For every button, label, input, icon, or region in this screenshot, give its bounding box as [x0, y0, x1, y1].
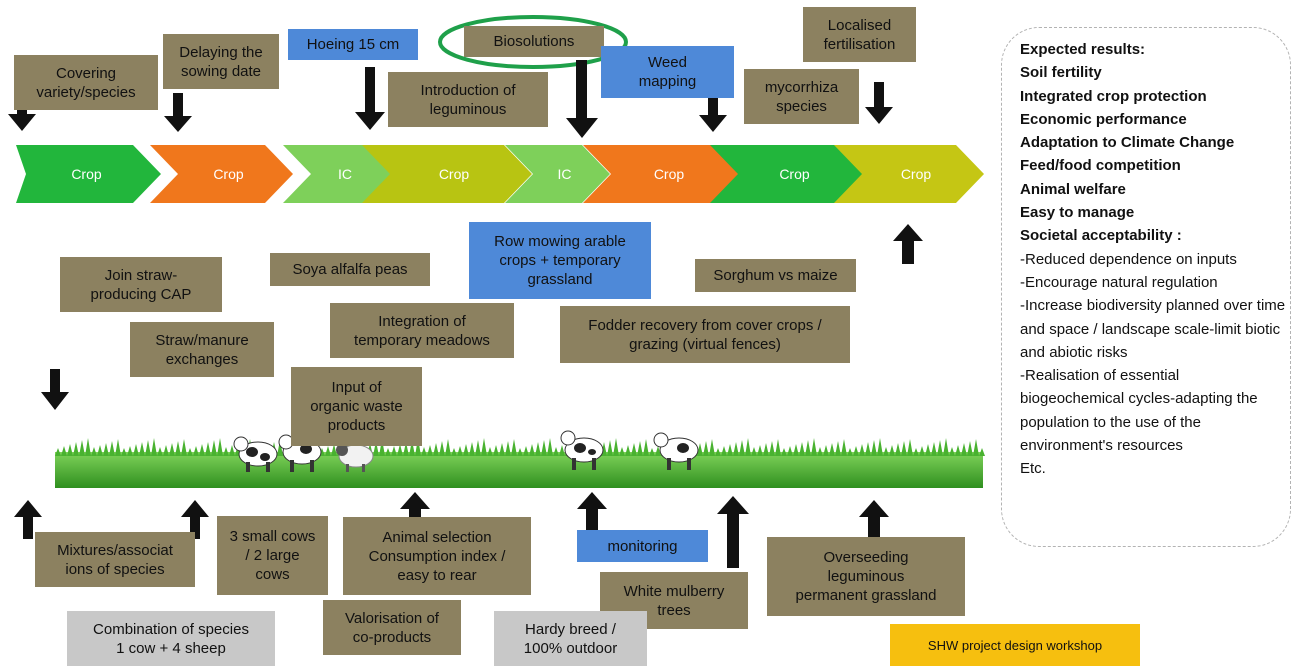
label-hardy-breed: Hardy breed / 100% outdoor [494, 611, 647, 666]
down-arrow-icon [164, 93, 192, 132]
result-line: Animal welfare [1020, 180, 1126, 198]
chevron-label: Crop [900, 166, 932, 182]
result-line: -Reduced dependence on inputs [1020, 250, 1237, 268]
label-mixtures: Mixtures/associat ions of species [35, 532, 195, 587]
result-line: -Increase biodiversity planned over time… [1020, 297, 1286, 361]
chevron-label: IC [557, 166, 572, 182]
label-animal-selection: Animal selection Consumption index / eas… [343, 517, 531, 595]
result-line: Integrated crop protection [1020, 87, 1207, 105]
cow-icon [653, 432, 699, 470]
down-arrow-icon [699, 93, 727, 132]
down-arrow-icon [865, 82, 893, 124]
up-arrow-icon [577, 492, 607, 531]
up-arrow-icon [893, 224, 923, 264]
label-weed-mapping: Weed mapping [601, 46, 734, 98]
chevron-label: Crop [653, 166, 685, 182]
chevron-label: Crop [71, 166, 102, 182]
result-line: -Encourage natural regulation [1020, 273, 1218, 291]
down-arrow-icon [566, 60, 598, 138]
grass-band [55, 438, 985, 488]
label-localised-fertilisation: Localised fertilisation [803, 7, 916, 62]
label-small-cows: 3 small cows / 2 large cows [217, 516, 328, 595]
sheep-icon [336, 444, 374, 472]
label-covering-variety: Covering variety/species [14, 55, 158, 110]
label-integration-meadows: Integration of temporary meadows [330, 303, 514, 358]
result-line: Adaptation to Climate Change [1020, 134, 1235, 152]
cow-icon [560, 430, 604, 470]
result-line: Soil fertility [1020, 64, 1102, 82]
label-hoeing: Hoeing 15 cm [288, 29, 418, 60]
chevron-label: Crop [438, 166, 470, 182]
label-mycorrhiza: mycorrhiza species [744, 69, 859, 124]
label-overseeding: Overseeding leguminous permanent grassla… [767, 537, 965, 616]
label-monitoring: monitoring [577, 530, 708, 562]
label-shw-workshop: SHW project design workshop [890, 624, 1140, 666]
label-join-straw: Join straw- producing CAP [60, 257, 222, 312]
label-introduction-leguminous: Introduction of leguminous [388, 72, 548, 127]
result-line: Feed/food competition [1020, 157, 1181, 175]
label-input-organic-waste: Input of organic waste products [291, 367, 422, 446]
up-arrow-icon [717, 496, 749, 568]
label-soya-alfalfa: Soya alfalfa peas [270, 253, 430, 286]
cow-icon [233, 436, 278, 472]
result-line: Easy to manage [1020, 204, 1135, 222]
up-arrow-icon [859, 500, 889, 539]
chevron-label: IC [338, 166, 352, 182]
chevron-label: Crop [779, 166, 810, 182]
result-line: -Realisation of essential biogeochemical… [1020, 367, 1258, 455]
label-straw-manure: Straw/manure exchanges [130, 322, 274, 377]
down-arrow-icon [41, 369, 69, 410]
label-delaying-sowing: Delaying the sowing date [163, 34, 279, 89]
label-sorghum-maize: Sorghum vs maize [695, 259, 856, 292]
result-line: Economic performance [1020, 110, 1187, 128]
label-fodder-recovery: Fodder recovery from cover crops / grazi… [560, 306, 850, 363]
result-line: Societal acceptability : [1020, 227, 1182, 245]
label-valorisation: Valorisation of co-products [323, 600, 461, 655]
down-arrow-icon [355, 67, 385, 130]
chevron-label: Crop [213, 166, 244, 182]
label-biosolutions: Biosolutions [464, 26, 604, 57]
label-combination-species: Combination of species 1 cow + 4 sheep [67, 611, 275, 666]
result-line: Expected results: [1020, 41, 1146, 58]
result-line: Etc. [1020, 460, 1046, 478]
label-row-mowing: Row mowing arable crops + temporary gras… [469, 222, 651, 299]
